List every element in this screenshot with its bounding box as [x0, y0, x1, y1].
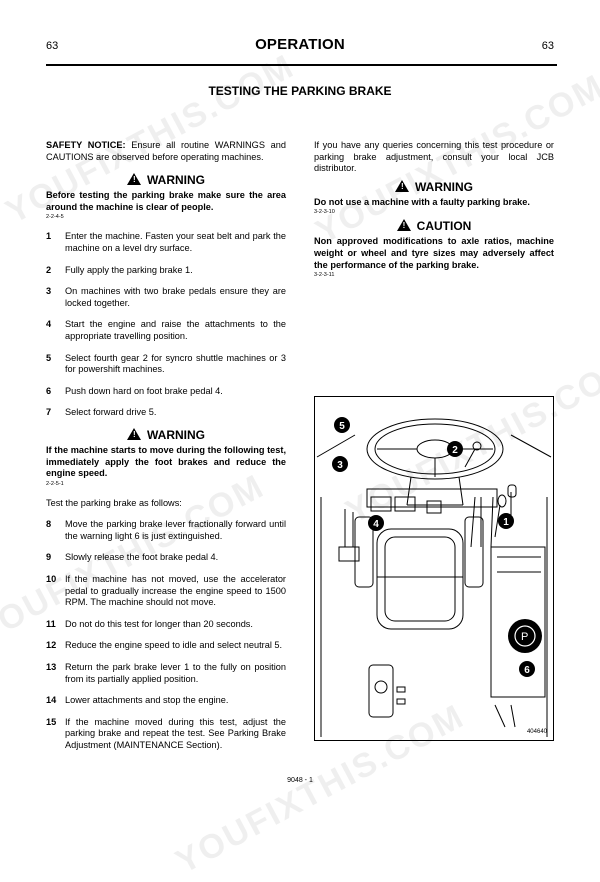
step-text: Return the park brake lever 1 to the ful…: [65, 662, 286, 684]
right-column: If you have any queries concerning this …: [314, 140, 554, 289]
step-item: 5 Select fourth gear 2 for syncro shuttle…: [46, 353, 286, 376]
step-number: 6: [46, 385, 52, 396]
warning-triangle-icon: !: [127, 173, 141, 186]
callout-5: 5: [339, 421, 345, 432]
callout-4: 4: [373, 519, 379, 530]
step-number: 3: [46, 286, 52, 297]
warning-heading: !WARNING: [46, 172, 286, 188]
step-number: 11: [46, 618, 56, 629]
warning-text: Do not use a machine with a faulty parki…: [314, 196, 530, 207]
left-column: SAFETY NOTICE: Ensure all routine WARNIN…: [46, 140, 286, 762]
step-item: 1 Enter the machine. Fasten your seat bel…: [46, 231, 286, 254]
step-item: 14 Lower attachments and stop the engine.: [46, 695, 286, 707]
caution-heading: !CAUTION: [314, 218, 554, 234]
step-text: Enter the machine. Fasten your seat belt…: [65, 231, 286, 253]
page-footer: 9048 - 1: [287, 777, 313, 784]
callout-6: 6: [524, 665, 530, 676]
warning-heading: !WARNING: [314, 179, 554, 195]
step-text: Do not do this test for longer than 20 s…: [65, 618, 253, 629]
figure-number: 404640: [526, 729, 547, 735]
steps-list: 8 Move the parking brake lever fractional…: [46, 519, 286, 751]
step-item: 8 Move the parking brake lever fractional…: [46, 519, 286, 542]
cab-illustration: P 5 3 2 4 1 6 404640: [314, 396, 554, 741]
safety-notice-label: SAFETY NOTICE:: [46, 140, 126, 150]
step-number: 8: [46, 519, 52, 530]
step-item: 15 If the machine moved during this test,…: [46, 717, 286, 752]
step-text: If the machine has not moved, use the ac…: [65, 574, 286, 608]
step-item: 10 If the machine has not moved, use the …: [46, 574, 286, 609]
step-item: 9 Slowly release the foot brake pedal 4.: [46, 552, 286, 564]
caution-text: Non approved modifications to axle ratio…: [314, 236, 554, 270]
warning-triangle-icon: !: [127, 427, 141, 440]
callout-1: 1: [503, 517, 509, 528]
step-item: 12 Reduce the engine speed to idle and se…: [46, 640, 286, 652]
warning-heading: !WARNING: [46, 427, 286, 443]
warning-text: Before testing the parking brake make su…: [46, 190, 286, 212]
step-text: If the machine moved during this test, a…: [65, 716, 286, 750]
cab-drawing: P 5 3 2 4 1 6: [316, 417, 552, 737]
step-number: 10: [46, 574, 57, 585]
step-number: 5: [46, 352, 52, 363]
step-text: On machines with two brake pedals ensure…: [65, 286, 286, 308]
step-number: 1: [46, 231, 52, 242]
caution-triangle-icon: !: [396, 219, 411, 232]
step-number: 2: [46, 264, 52, 275]
caution-code: 3-2-3-11: [314, 272, 335, 279]
step-number: 12: [46, 640, 57, 651]
step-text: Push down hard on foot brake pedal 4.: [65, 385, 223, 396]
step-number: 9: [46, 552, 52, 563]
step-text: Fully apply the parking brake 1.: [65, 264, 193, 275]
steps-list: 1 Enter the machine. Fasten your seat bel…: [46, 231, 286, 419]
step-item: 4 Start the engine and raise the attachme…: [46, 319, 286, 342]
step-item: 7 Select forward drive 5.: [46, 407, 286, 419]
step-number: 15: [46, 716, 57, 727]
section-heading: OPERATION: [255, 36, 345, 53]
page-number-left: 63: [46, 40, 59, 52]
queries-text: If you have any queries concerning this …: [314, 140, 554, 174]
step-text: Start the engine and raise the attachmen…: [65, 319, 286, 341]
callout-3: 3: [337, 460, 343, 471]
safety-notice: SAFETY NOTICE: Ensure all routine WARNIN…: [46, 140, 286, 163]
step-text: Select forward drive 5.: [65, 407, 157, 418]
warning-text: If the machine starts to move during the…: [46, 444, 286, 479]
test-intro: Test the parking brake as follows:: [46, 497, 182, 508]
step-text: Move the parking brake lever fractionall…: [65, 519, 286, 541]
svg-text:P: P: [521, 631, 528, 643]
step-item: 13 Return the park brake lever 1 to the f…: [46, 662, 286, 685]
callout-2: 2: [452, 445, 458, 456]
warning-code: 2-2-4-5: [46, 214, 64, 221]
step-number: 7: [46, 407, 52, 418]
page-number-right: 63: [541, 40, 554, 52]
step-item: 2 Fully apply the parking brake 1.: [46, 265, 286, 277]
header-rule: [46, 64, 557, 66]
step-text: Select fourth gear 2 for syncro shuttle …: [65, 352, 286, 375]
page-title: TESTING THE PARKING BRAKE: [208, 84, 392, 98]
warning-code: 2-2-5-1: [46, 480, 64, 487]
step-text: Slowly release the foot brake pedal 4.: [65, 552, 219, 563]
safety-notice-text: Ensure all routine WARNINGS and CAUTIONS…: [46, 140, 286, 162]
step-number: 13: [46, 662, 57, 673]
step-item: 3 On machines with two brake pedals ensur…: [46, 286, 286, 309]
warning-triangle-icon: !: [395, 179, 409, 192]
parking-brake-light-icon: [508, 619, 542, 653]
warning-code: 3-2-3-10: [314, 209, 335, 216]
step-item: 11 Do not do this test for longer than 20…: [46, 619, 286, 631]
step-item: 6 Push down hard on foot brake pedal 4.: [46, 386, 286, 398]
step-number: 4: [46, 319, 52, 330]
step-number: 14: [46, 695, 57, 706]
step-text: Reduce the engine speed to idle and sele…: [65, 640, 283, 651]
step-text: Lower attachments and stop the engine.: [65, 695, 229, 706]
